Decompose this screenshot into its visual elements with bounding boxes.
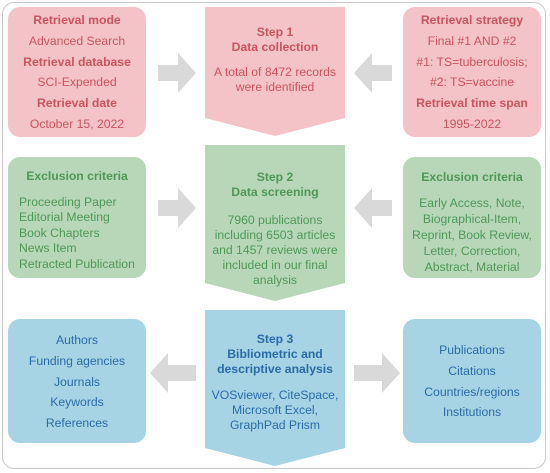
step3-subtitle: Bibliometric and [227, 347, 323, 361]
output-item: Citations [448, 363, 496, 378]
dimension-item: Journals [53, 374, 101, 389]
step3-title: Step 3 [256, 332, 294, 346]
step2-body-line: and 1457 reviews were [212, 243, 338, 257]
exclusion-criteria-left-box: Exclusion criteria Proceeding Paper Edit… [8, 157, 146, 278]
exclusion-criteria-right-title: Exclusion criteria [421, 170, 523, 184]
step1-body-line: were identified [235, 80, 315, 94]
arrow-right-icon [158, 188, 196, 228]
exclusion-criteria-left-title: Exclusion criteria [26, 169, 128, 183]
step3-body-line: VOSviewer, CiteSpace, [211, 388, 339, 402]
step3-body-line: Microsoft Excel, [231, 403, 318, 417]
outer-frame [2, 2, 546, 469]
step2-title: Step 2 [256, 170, 294, 184]
retrieval-timespan-value: 1995-2022 [442, 116, 502, 131]
analysis-outputs-box: Publications Citations Countries/regions… [403, 319, 541, 443]
step3-subtitle: descriptive analysis [217, 362, 333, 376]
step3-body-line: GraphPad Prism [229, 418, 321, 432]
step1-chevron [205, 7, 345, 136]
step2-body-line: including 6503 articles [214, 228, 336, 242]
retrieval-date-label: Retrieval date [37, 96, 117, 111]
exclusion-criteria-right-box: Exclusion criteria Early Access, Note, B… [403, 157, 541, 278]
arrow-right-icon [158, 53, 196, 93]
retrieval-date-value: October 15, 2022 [29, 116, 125, 131]
step2-subtitle: Data screening [231, 185, 319, 199]
exclusion-item: News Item [19, 241, 77, 255]
step2-content: Step 2 Data screening 7960 publications … [205, 170, 345, 288]
retrieval-timespan-label: Retrieval time span [416, 96, 528, 111]
retrieval-strategy-term1: #1: TS=tuberculosis; [416, 54, 528, 69]
exclusion-item: Book Chapters [19, 225, 100, 240]
retrieval-database-value: SCI-Expended [37, 75, 117, 90]
exclusion-item: Early Access, Note, [419, 196, 525, 210]
retrieval-strategy-box: Retrieval strategy Final #1 AND #2 #1: T… [403, 7, 541, 137]
dimension-item: Funding agencies [28, 353, 126, 368]
arrow-left-icon [354, 53, 392, 93]
step3-chevron [205, 310, 345, 466]
retrieval-mode-value: Advanced Search [28, 33, 126, 48]
exclusion-item: Proceeding Paper [19, 194, 117, 209]
exclusion-item: Letter, Correction, [423, 244, 521, 258]
step2-body-line: analysis [252, 273, 298, 287]
dimension-item: References [45, 416, 109, 431]
retrieval-database-label: Retrieval database [23, 54, 131, 69]
output-item: Publications [439, 343, 505, 357]
step2-chevron [205, 145, 345, 301]
arrow-left-icon [354, 188, 392, 228]
exclusion-item: Editorial Meeting [19, 210, 110, 224]
dimension-item: Authors [55, 333, 98, 347]
step3-content: Step 3 Bibliometric and descriptive anal… [205, 332, 345, 433]
step1-title: Step 1 [256, 25, 294, 39]
exclusion-item: Biographical-Item, [422, 212, 522, 226]
retrieval-strategy-label: Retrieval strategy [420, 13, 524, 27]
exclusion-item: Reprint, Book Review, [412, 228, 532, 242]
analysis-dimensions-box: Authors Funding agencies Journals Keywor… [8, 319, 146, 443]
arrow-left-icon [150, 353, 196, 393]
output-item: Countries/regions [424, 384, 520, 399]
step2-body-line: included in our final [222, 258, 328, 272]
exclusion-item: Abstract, Material [424, 260, 520, 274]
step1-body-line: A total of 8472 records [214, 65, 336, 79]
retrieval-strategy-final: Final #1 AND #2 [427, 33, 517, 48]
exclusion-item: Retracted Publication [19, 256, 135, 271]
retrieval-mode-label: Retrieval mode [33, 13, 121, 27]
step2-body-line: 7960 publications [227, 213, 323, 227]
retrieval-strategy-term2: #2: TS=vaccine [429, 75, 515, 90]
dimension-item: Keywords [50, 395, 104, 410]
step1-subtitle: Data collection [231, 40, 319, 54]
step1-content: Step 1 Data collection A total of 8472 r… [205, 25, 345, 95]
output-item: Institutions [442, 405, 502, 420]
retrieval-info-box: Retrieval mode Advanced Search Retrieval… [8, 7, 146, 137]
arrow-right-icon [354, 353, 400, 393]
